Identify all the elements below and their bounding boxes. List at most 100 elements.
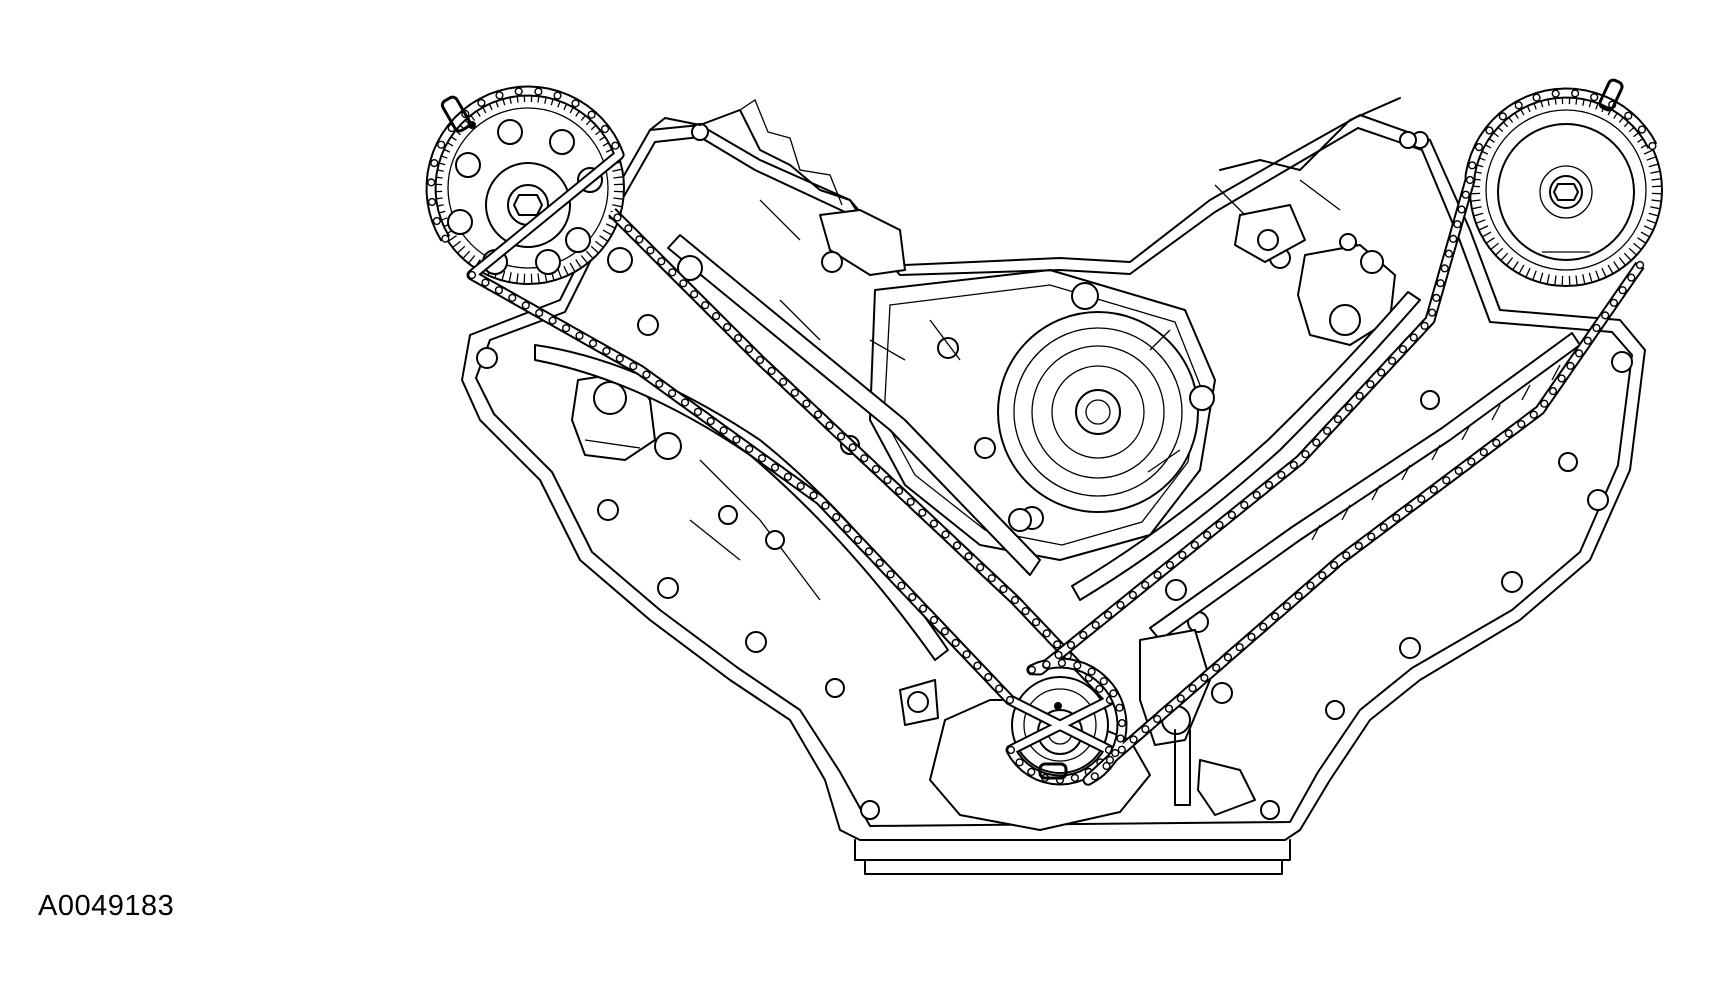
sprocket-tooth bbox=[1505, 257, 1519, 271]
chain-link bbox=[657, 257, 666, 266]
chain-link bbox=[1432, 293, 1441, 303]
chain-link bbox=[1449, 234, 1458, 244]
chain-link bbox=[1005, 695, 1015, 705]
left-timing-chain bbox=[425, 85, 1116, 786]
chain-link bbox=[1648, 141, 1657, 151]
chain-link bbox=[994, 684, 1004, 693]
chain-link bbox=[1467, 457, 1476, 466]
chain-link bbox=[1329, 560, 1339, 570]
chain-link bbox=[1117, 745, 1126, 754]
chain-link bbox=[1492, 438, 1501, 447]
chain-link bbox=[1457, 205, 1466, 214]
chain-link bbox=[1392, 513, 1401, 522]
chain-link bbox=[1277, 470, 1286, 480]
chain-link bbox=[1066, 640, 1076, 650]
chain-link bbox=[1079, 630, 1088, 640]
chain-link bbox=[783, 472, 793, 481]
chain-link bbox=[1306, 581, 1315, 590]
chain-link bbox=[1141, 580, 1150, 590]
chain-link bbox=[553, 91, 562, 100]
chain-link bbox=[534, 87, 543, 96]
chain-link bbox=[875, 558, 884, 568]
sprocket-tooth bbox=[1646, 155, 1660, 168]
chain-link bbox=[1468, 161, 1477, 170]
chain-link bbox=[1540, 399, 1549, 408]
chain-link bbox=[1095, 684, 1104, 694]
chain-link bbox=[744, 344, 754, 354]
left-cylinder-head-details bbox=[637, 99, 906, 361]
chain-link bbox=[679, 279, 688, 288]
chain-link bbox=[1111, 748, 1120, 758]
chain-link bbox=[976, 563, 985, 572]
chain-link bbox=[1190, 540, 1199, 550]
chain-link bbox=[1054, 650, 1063, 660]
chain-link bbox=[952, 541, 962, 550]
sprocket-tooth bbox=[613, 183, 625, 193]
chain-link bbox=[635, 235, 644, 244]
chain-link bbox=[1444, 249, 1454, 258]
chain-link bbox=[1099, 677, 1108, 686]
chain-link bbox=[886, 570, 895, 579]
left-tensioner-arm bbox=[534, 344, 949, 661]
chain-link bbox=[1109, 689, 1118, 698]
chain-link bbox=[999, 584, 1008, 594]
chain-link bbox=[561, 324, 571, 333]
chain-link bbox=[964, 552, 973, 561]
chain-link bbox=[1627, 273, 1636, 282]
chain-link bbox=[853, 535, 863, 545]
chain-link bbox=[1091, 620, 1100, 630]
chain-link bbox=[1289, 460, 1298, 470]
chain-link bbox=[1514, 101, 1523, 110]
chain-link bbox=[430, 159, 439, 168]
chain-link bbox=[467, 270, 477, 280]
chain-link bbox=[860, 454, 869, 463]
chain-link bbox=[1504, 429, 1513, 438]
chain-link bbox=[1427, 308, 1437, 317]
chain-link bbox=[1090, 772, 1099, 781]
chain-link bbox=[1259, 622, 1268, 631]
sprocket-tooth bbox=[1518, 264, 1531, 279]
chain-link bbox=[1429, 485, 1438, 494]
chain-link bbox=[825, 421, 834, 430]
chain-link bbox=[548, 316, 557, 325]
chain-link bbox=[1087, 667, 1096, 676]
chain-link bbox=[1355, 391, 1364, 400]
sprocket-tooth bbox=[1472, 212, 1486, 225]
chain-link bbox=[1387, 356, 1397, 365]
chain-link bbox=[1574, 349, 1584, 358]
chain-link bbox=[600, 124, 610, 134]
sprocket-tooth bbox=[612, 197, 625, 208]
chain-link bbox=[1570, 89, 1580, 98]
chain-link bbox=[1006, 745, 1016, 755]
chain-link bbox=[1053, 640, 1062, 649]
figure-reference-number: A0049183 bbox=[38, 890, 175, 922]
chain-link bbox=[1178, 550, 1187, 560]
chain-link bbox=[602, 346, 611, 356]
chain-link bbox=[432, 216, 441, 226]
chain-link bbox=[1454, 466, 1463, 476]
chain-link bbox=[1409, 333, 1418, 342]
chain-link bbox=[1318, 571, 1327, 580]
chain-link bbox=[813, 410, 823, 419]
chain-link bbox=[1212, 663, 1221, 672]
chain-link bbox=[908, 592, 917, 602]
chain-link bbox=[1235, 643, 1244, 652]
chain-link bbox=[1165, 560, 1175, 570]
chain-link bbox=[1404, 504, 1413, 513]
chain-link bbox=[984, 672, 993, 682]
chain-link bbox=[1635, 260, 1645, 270]
chain-link bbox=[767, 366, 776, 376]
chain-link bbox=[441, 234, 450, 243]
chain-link bbox=[1590, 93, 1599, 102]
chain-link bbox=[1153, 714, 1162, 724]
water-pump bbox=[869, 269, 1216, 561]
chain-link bbox=[1529, 410, 1538, 419]
sprocket-tooth bbox=[447, 235, 461, 249]
chain-link bbox=[1264, 480, 1274, 490]
sprocket-tooth bbox=[1588, 270, 1601, 284]
chain-link bbox=[1042, 660, 1051, 669]
sprocket-tooth bbox=[550, 268, 563, 282]
sprocket-tooth bbox=[1546, 274, 1557, 287]
